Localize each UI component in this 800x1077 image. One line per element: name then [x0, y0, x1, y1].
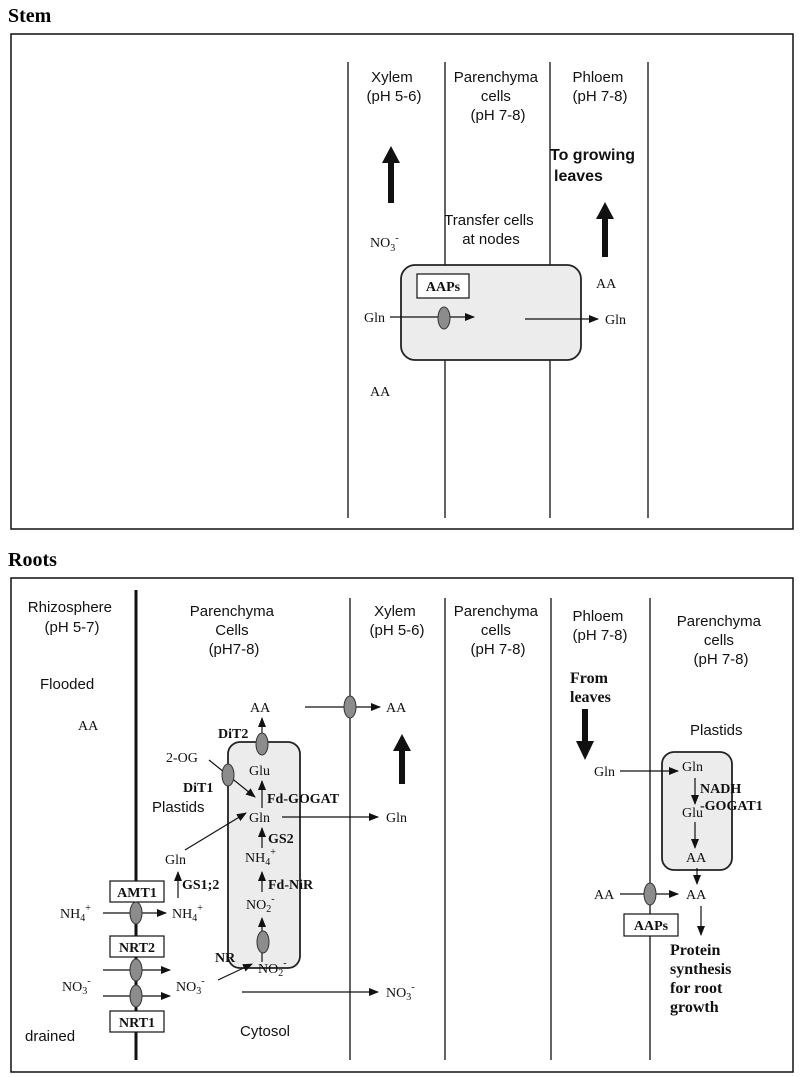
- aa-right-label: AA: [686, 888, 707, 903]
- stem-title: Stem: [8, 5, 52, 27]
- fd-nir-label: Fd-NiR: [268, 878, 314, 893]
- gln-xylem-label: Gln: [386, 811, 407, 826]
- gln-phloem-label: Gln: [594, 765, 615, 780]
- no2-transporter: [256, 930, 270, 954]
- from-leaves-label: From leaves: [570, 670, 612, 706]
- stem-xylem-label: Xylem (pH 5-6): [366, 69, 421, 105]
- two-og-label: 2-OG: [166, 751, 198, 766]
- fd-gogat-label: Fd-GOGAT: [267, 792, 340, 807]
- transfer-cells-label: Transfer cells at nodes: [444, 212, 538, 248]
- gs2-label: GS2: [268, 832, 294, 847]
- nh4-in-label: NH4+: [172, 903, 203, 924]
- aa-right-plastid-label: AA: [686, 851, 707, 866]
- stem-gln-right: Gln: [605, 313, 626, 328]
- dit2-transporter: [255, 732, 269, 756]
- stem-panel: [10, 33, 794, 530]
- root-parenchyma-left-label: Parenchyma Cells (pH7-8): [190, 603, 278, 658]
- root-parenchyma-mid-label: Parenchyma cells (pH 7-8): [454, 603, 542, 658]
- plastids-right-label: Plastids: [690, 722, 743, 739]
- glu-label: Glu: [249, 764, 270, 779]
- nr-label: NR: [215, 951, 236, 966]
- nrt2-box: [109, 935, 165, 958]
- roots-panel: [10, 577, 794, 1073]
- nadh-gogat-label: NADH -GOGAT1: [700, 782, 763, 814]
- stem-aa-xylem: AA: [370, 385, 391, 400]
- dit1-label: DiT1: [183, 781, 213, 796]
- from-leaves-down-arrow: [576, 709, 594, 760]
- no2-cyto-label: NO2-: [258, 958, 287, 979]
- root-xylem-label: Xylem (pH 5-6): [369, 603, 424, 639]
- stem-aaps-box: [416, 273, 470, 299]
- stem-phloem-label: Phloem (pH 7-8): [572, 69, 627, 105]
- flooded-label: Flooded: [40, 676, 94, 693]
- gln-plastid-label: Gln: [249, 811, 270, 826]
- protein-synthesis-label: Protein synthesis for root growth: [670, 942, 735, 1016]
- no3-out-label: NO3-: [62, 976, 91, 997]
- nrt2-label: NRT2: [119, 941, 155, 956]
- nrt1-transporter: [129, 984, 143, 1008]
- to-growing-leaves-label: To growing leaves: [550, 147, 639, 185]
- dit1-transporter: [221, 763, 235, 787]
- root-aaps-box: [623, 913, 679, 937]
- root-parenchyma-right-label: Parenchyma cells (pH 7-8): [677, 613, 765, 668]
- cytosol-label: Cytosol: [240, 1023, 290, 1040]
- nrt1-box: [109, 1010, 165, 1033]
- gln-right-plastid-label: Gln: [682, 760, 703, 775]
- aa-phloem-label: AA: [594, 888, 615, 903]
- nh4-out-label: NH4+: [60, 903, 91, 924]
- nh4-plastid-label: NH4+: [245, 847, 276, 868]
- nrt2-transporter: [129, 958, 143, 982]
- stem-aa-phloem: AA: [596, 277, 617, 292]
- stem-gln-left: Gln: [364, 311, 385, 326]
- xylem-up-arrow: [382, 146, 400, 203]
- amt1-transporter: [129, 901, 143, 925]
- stem-parenchyma-label: Parenchyma cells (pH 7-8): [454, 69, 542, 124]
- dit2-label: DiT2: [218, 727, 248, 742]
- stem-no3-label: NO3-: [370, 233, 399, 254]
- root-xylem-up-arrow: [393, 734, 411, 784]
- stem-aaps-label: AAPs: [426, 280, 461, 295]
- no2-plastid-label: NO2-: [246, 894, 275, 915]
- root-aaps-transporter: [643, 882, 657, 906]
- gs12-label: GS1;2: [182, 878, 219, 893]
- root-aaps-label: AAPs: [634, 919, 669, 934]
- plastids-left-label: Plastids: [152, 799, 205, 816]
- rhizosphere-label: Rhizosphere (pH 5-7): [28, 599, 116, 636]
- gln-cyto-label: Gln: [165, 853, 186, 868]
- rhizo-aa: AA: [78, 719, 99, 734]
- glu-right-label: Glu: [682, 806, 703, 821]
- root-aa-xylem: AA: [386, 701, 407, 716]
- gln-into-plastid-arrow: [184, 812, 247, 851]
- stem-aaps-transporter: [437, 306, 451, 330]
- no3-xylem-label: NO3-: [386, 982, 415, 1003]
- no3-in-label: NO3-: [176, 976, 205, 997]
- root-aa-top: AA: [250, 701, 271, 716]
- xylem-aa-transporter: [343, 695, 357, 719]
- roots-title: Roots: [8, 549, 57, 571]
- root-phloem-label: Phloem (pH 7-8): [572, 608, 627, 644]
- drained-label: drained: [25, 1028, 75, 1045]
- amt1-label: AMT1: [117, 886, 157, 901]
- nrt1-label: NRT1: [119, 1016, 155, 1031]
- phloem-up-arrow: [596, 202, 614, 257]
- no3-to-no2-arrow: [217, 963, 253, 981]
